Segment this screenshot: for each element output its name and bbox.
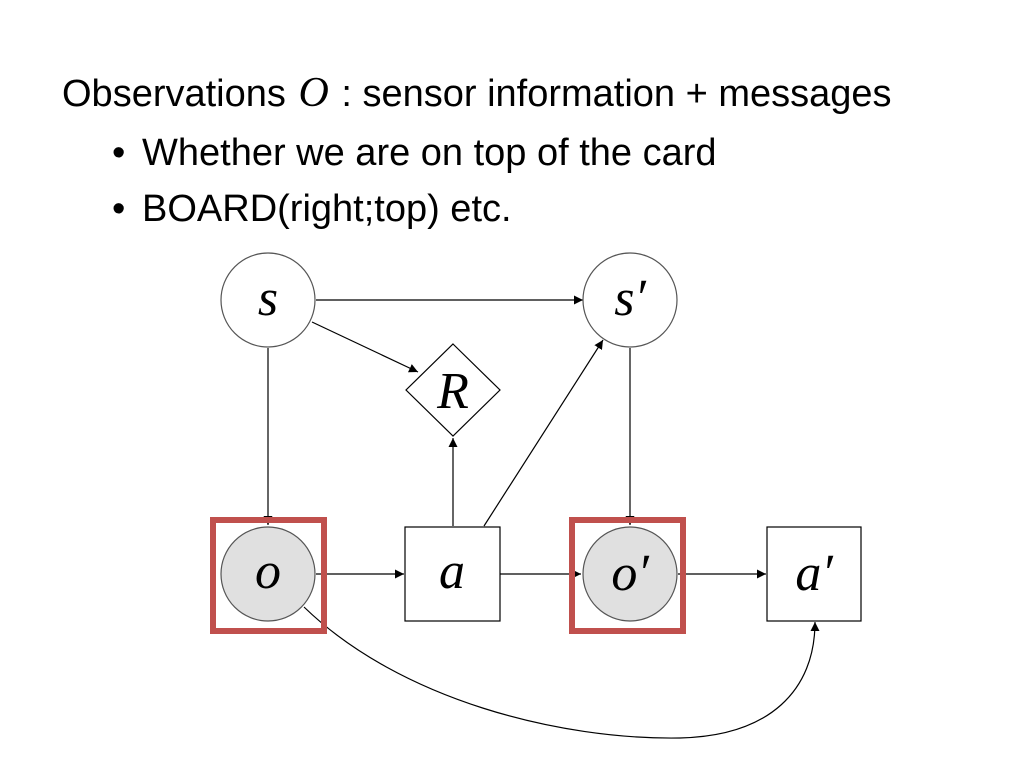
bullet-text: BOARD(right;top) etc. xyxy=(142,188,512,230)
highlight-box-o xyxy=(210,517,327,634)
edge-s-to-r xyxy=(311,321,419,373)
bullet-item: • BOARD(right;top) etc. xyxy=(62,181,1012,237)
next-state-node-circle xyxy=(582,252,678,348)
node-reward: R xyxy=(405,343,501,437)
node-label-s: s xyxy=(258,270,278,327)
node-a-prime: a′ xyxy=(766,526,862,622)
highlight-box-o-prime xyxy=(569,517,686,634)
state-node-circle xyxy=(220,252,316,348)
reward-node-diamond xyxy=(405,343,501,437)
node-label-r: R xyxy=(436,363,469,420)
node-label-o-prime: o′ xyxy=(611,545,650,602)
next-action-node-square xyxy=(766,526,862,622)
node-label-a-prime: a′ xyxy=(795,545,834,602)
node-s: s xyxy=(220,252,316,348)
edge-a-to-s-prime xyxy=(483,339,604,527)
edges xyxy=(263,295,820,739)
node-label-s-prime: s′ xyxy=(614,270,647,327)
next-observation-node-circle xyxy=(582,526,678,622)
bullet-item: • Whether we are on top of the card xyxy=(62,125,1012,181)
bullet-list: • Whether we are on top of the card • BO… xyxy=(62,125,1012,237)
observation-node-circle xyxy=(220,526,316,622)
node-label-a: a xyxy=(439,543,465,600)
slide-text: Observations O : sensor information + me… xyxy=(62,70,1012,237)
action-node-square xyxy=(404,526,501,622)
observation-symbol: O xyxy=(298,70,329,116)
node-a: a xyxy=(404,526,501,622)
bullet-marker: • xyxy=(112,188,126,230)
bullet-text: Whether we are on top of the card xyxy=(142,132,717,174)
node-label-o: o xyxy=(255,543,281,600)
slide-heading: Observations O : sensor information + me… xyxy=(62,70,1012,117)
node-o-prime: o′ xyxy=(569,517,686,634)
node-s-prime: s′ xyxy=(582,252,678,348)
heading-prefix: Observations xyxy=(62,73,286,115)
heading-suffix: : sensor information + messages xyxy=(341,73,892,115)
bullet-marker: • xyxy=(112,132,126,174)
node-o: o xyxy=(210,517,327,634)
edge-o-to-a-prime-curve xyxy=(303,606,820,739)
